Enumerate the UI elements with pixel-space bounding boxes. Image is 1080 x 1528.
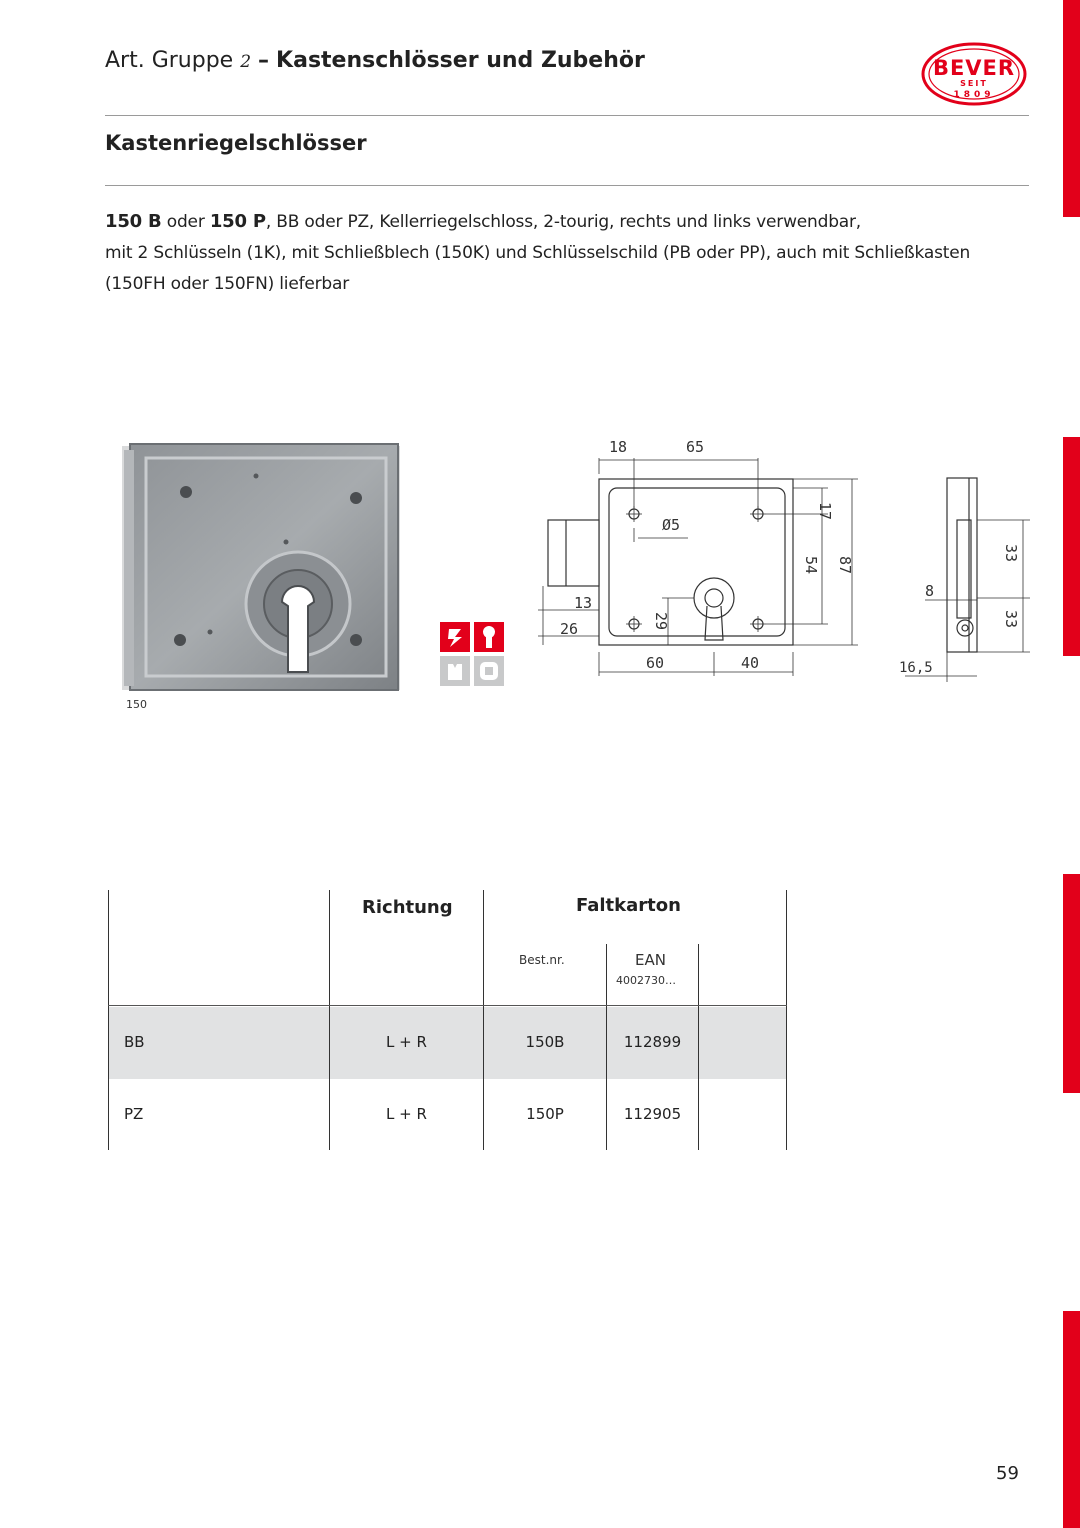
dim-29: 29 — [652, 612, 670, 630]
header-prefix: Art. Gruppe — [105, 48, 234, 73]
dim-65: 65 — [686, 438, 704, 456]
table-divider-3 — [606, 944, 607, 1150]
subheader-ean: EAN — [635, 951, 666, 969]
table-divider-1 — [329, 890, 330, 1150]
header-rule — [105, 115, 1029, 116]
subheader-ean-prefix: 4002730… — [616, 974, 676, 987]
logo-brand: BEVER — [933, 56, 1015, 80]
side-tab-2 — [1063, 437, 1080, 656]
row-type: PZ — [124, 1105, 144, 1123]
product-description: 150 B oder 150 P, BB oder PZ, Kellerrieg… — [105, 206, 1035, 300]
dim-33-upper: 33 — [1002, 544, 1020, 562]
dim-40: 40 — [741, 654, 759, 672]
model-b: 150 P — [209, 211, 266, 232]
row-ean: 112899 — [623, 1033, 682, 1051]
header-separator: – — [258, 48, 270, 73]
row-type: BB — [124, 1033, 145, 1051]
header-title: Kastenschlösser und Zubehör — [276, 48, 645, 73]
section-rule — [105, 185, 1029, 186]
table-row-bg-1 — [108, 1007, 786, 1079]
description-oder: oder — [161, 212, 210, 232]
model-a: 150 B — [105, 211, 162, 232]
dim-d5: Ø5 — [662, 516, 680, 534]
row-richtung: L + R — [386, 1105, 427, 1123]
row-ean: 112905 — [623, 1105, 682, 1123]
page-header: Art. Gruppe 2 – Kastenschlösser und Zube… — [105, 48, 645, 73]
header-group-number: 2 — [240, 52, 252, 72]
dim-33-lower: 33 — [1002, 610, 1020, 628]
column-header-richtung: Richtung — [362, 897, 453, 918]
product-photo — [122, 443, 400, 691]
logo-year: 1809 — [953, 90, 994, 100]
table-divider-4 — [698, 944, 699, 1150]
dim-60: 60 — [646, 654, 664, 672]
description-line-3: (150FH oder 150FN) lieferbar — [105, 274, 350, 294]
table-header-rule — [108, 1005, 787, 1006]
row-richtung: L + R — [386, 1033, 427, 1051]
table-divider-2 — [483, 890, 484, 1150]
subheader-bestnr: Best.nr. — [519, 953, 565, 967]
function-icons — [440, 622, 504, 686]
table-border-left — [108, 890, 109, 1150]
dim-13: 13 — [574, 594, 592, 612]
dim-26: 26 — [560, 620, 578, 638]
column-header-faltkarton: Faltkarton — [576, 895, 681, 916]
description-line-1: 150 B oder 150 P, BB oder PZ, Kellerrieg… — [105, 206, 1035, 238]
side-tab-3 — [1063, 874, 1080, 1093]
photo-caption: 150 — [126, 698, 147, 711]
dim-16-5: 16,5 — [899, 660, 933, 676]
table-border-right — [786, 890, 787, 1150]
description-line-1-rest: , BB oder PZ, Kellerriegelschloss, 2-tou… — [265, 212, 862, 232]
bever-logo: BEVER SEIT 1809 — [921, 42, 1027, 106]
dim-17: 17 — [816, 502, 834, 520]
dim-18: 18 — [609, 438, 627, 456]
technical-drawing-front: 18 65 Ø5 13 26 60 40 17 54 87 29 — [538, 438, 858, 676]
row-bestnr: 150P — [526, 1105, 564, 1123]
technical-drawing-side: 8 16,5 33 33 — [899, 477, 1030, 682]
row-bestnr: 150B — [525, 1033, 565, 1051]
section-title: Kastenriegelschlösser — [105, 131, 367, 155]
description-line-2: mit 2 Schlüsseln (1K), mit Schließblech … — [105, 243, 971, 263]
page-number: 59 — [996, 1463, 1019, 1484]
dim-8: 8 — [925, 582, 934, 600]
dim-54: 54 — [802, 556, 820, 574]
logo-seit: SEIT — [960, 79, 988, 88]
side-tab-1 — [1063, 0, 1080, 217]
side-tab-4 — [1063, 1311, 1080, 1528]
dim-87: 87 — [836, 556, 854, 574]
